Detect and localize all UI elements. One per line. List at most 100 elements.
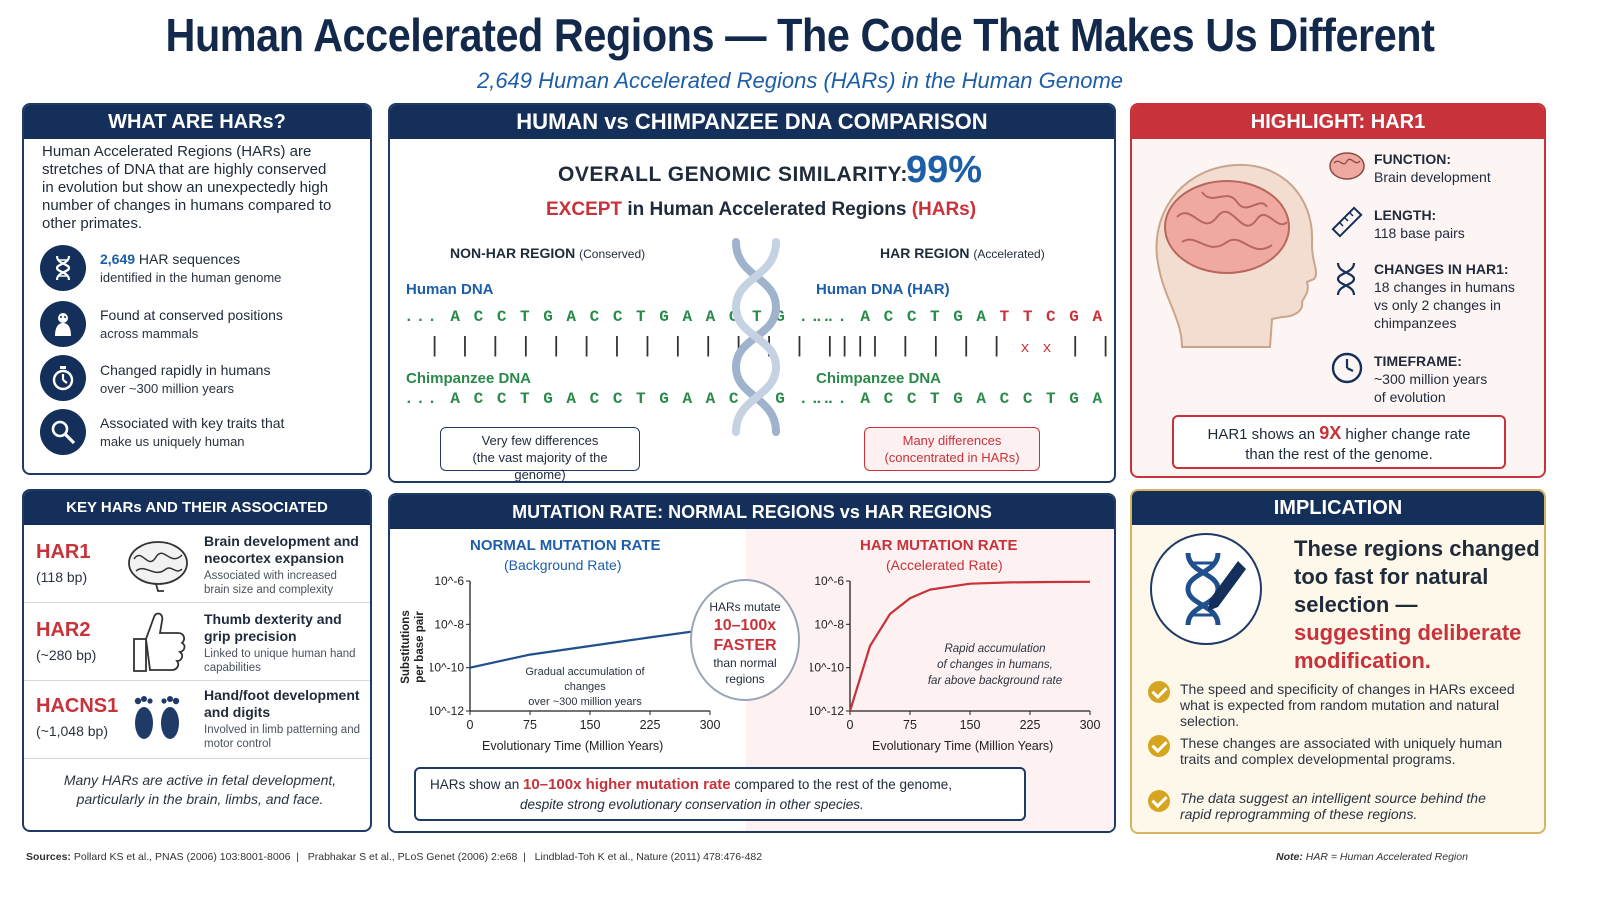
what-are-hars-heading: WHAT ARE HARs? [24, 105, 370, 139]
chimp-dna-label-left: Chimpanzee DNA [406, 370, 532, 387]
summary-a: HARs show an [430, 777, 524, 792]
har-bars-x1: x x [1020, 340, 1054, 357]
page-title: Human Accelerated Regions — The Code Tha… [165, 9, 1435, 61]
normal-y-tick-label: 10^-10 [430, 661, 464, 675]
har-row-1-desc: Associated with increased brain size and… [204, 570, 337, 596]
har-y-tick-label: 10^-8 [814, 617, 844, 631]
har-x-tick-label: 0 [847, 718, 854, 732]
what-are-hars-panel: WHAT ARE HARs? Human Accelerated Regions… [22, 103, 372, 475]
har-human-seq-prefix: ... A C C T G A [814, 308, 1000, 326]
similarity-value: 99% [906, 149, 983, 191]
har-region-title-text: HAR REGION [880, 245, 970, 261]
har-bars-a: | | | | | | [838, 334, 1021, 359]
har-x-tick-label: 225 [1020, 718, 1041, 732]
what-item-2-line2: across mammals [100, 326, 199, 341]
har1-note-9x: 9X [1319, 423, 1342, 443]
har-bars-c: | | [1068, 334, 1115, 359]
har1-note-c: higher change rate [1341, 426, 1471, 443]
har-human-seq-changed: T T C G A G C T A [999, 308, 1114, 326]
what-item-1-line1: HAR sequences [135, 251, 241, 267]
length-block: LENGTH: 118 base pairs [1374, 206, 1465, 242]
headline-1: These regions changed [1294, 536, 1540, 561]
normal-x-tick-label: 75 [523, 718, 537, 732]
sources-label: Sources: [26, 851, 71, 863]
har-region-tag: (Accelerated) [973, 247, 1045, 261]
except-line: EXCEPT in Human Accelerated Regions (HAR… [546, 199, 976, 221]
non-har-note: Very few differences (the vast majority … [440, 427, 640, 481]
implication-bullet-1: The speed and specificity of changes in … [1180, 681, 1515, 729]
summary-c: compared to the rest of the genome, [730, 777, 953, 792]
except-word: EXCEPT [546, 199, 623, 220]
source-3: Lindblad-Toh K et al., Nature (2011) 478… [534, 851, 763, 863]
check-icon [1148, 735, 1170, 757]
normal-x-tick-label: 0 [467, 718, 474, 732]
normal-chart-subtitle: (Background Rate) [504, 557, 622, 573]
har-chart-title: HAR MUTATION RATE [860, 537, 1018, 554]
what-item-3-line2: over ~300 million years [100, 381, 235, 396]
magnifier-icon [40, 409, 86, 455]
normal-annotation-1: Gradual accumulation of changes [525, 666, 645, 693]
key-hars-footer: Many HARs are active in fetal developmen… [63, 772, 337, 807]
implication-bullet-2: These changes are associated with unique… [1180, 735, 1503, 767]
har1-rate-note: HAR1 shows an 9X higher change rate than… [1172, 415, 1506, 469]
function-block: FUNCTION: Brain development [1374, 150, 1491, 186]
chimp-icon [40, 301, 86, 347]
what-item-4-line1: Associated with key traits that [100, 415, 285, 431]
brain-icon [128, 541, 188, 592]
non-har-title-text: NON-HAR REGION [450, 245, 576, 261]
implication-panel: IMPLICATION These regions changed too fa… [1130, 489, 1546, 834]
badge-line-4: than normal [713, 656, 777, 670]
normal-annotation-2: over ~300 million years [528, 696, 642, 708]
non-har-match-bars: | | | | | | | | | | | | | | | [428, 334, 869, 359]
changes-value-1: 18 changes in humans [1374, 279, 1515, 295]
function-label: FUNCTION: [1374, 151, 1451, 167]
har-y-tick-label: 10^-10 [810, 661, 844, 675]
har-row-1-title: Brain development and neocortex expansio… [204, 533, 359, 566]
har-row-1-bp: (118 bp) [36, 569, 88, 585]
brain-icon [1329, 152, 1365, 180]
badge-line-3: FASTER [713, 637, 777, 654]
what-item-4-line2: make us uniquely human [100, 434, 245, 449]
footprints-icon [134, 696, 180, 739]
chimp-dna-label-right: Chimpanzee DNA [816, 370, 942, 387]
note-line: Note: HAR = Human Accelerated Region [1276, 851, 1468, 863]
summary-b: 10–100x higher mutation rate [523, 776, 731, 793]
key-har-row: HACNS1 (~1,048 bp) Hand/foot development… [24, 681, 370, 759]
har-human-seq: ... A C C T G A T T C G A G C T A ... [814, 308, 1114, 326]
key-hars-heading: KEY HARs AND THEIR ASSOCIATED FUNCTIONS [24, 491, 370, 550]
note-label: Note: [1276, 851, 1303, 863]
normal-x-tick-label: 150 [580, 718, 601, 732]
dna-comparison-heading: HUMAN vs CHIMPANZEE DNA COMPARISON [390, 105, 1114, 139]
key-hars-panel: KEY HARs AND THEIR ASSOCIATED FUNCTIONS … [22, 489, 372, 832]
x-axis-label-right: Evolutionary Time (Million Years) [872, 739, 1054, 753]
timeframe-label: TIMEFRAME: [1374, 353, 1462, 369]
timeframe-value-1: ~300 million years [1374, 371, 1488, 387]
har-x-tick-label: 150 [960, 718, 981, 732]
changes-label: CHANGES IN HAR1: [1374, 261, 1509, 277]
thumbs-up-icon [133, 612, 186, 672]
key-har-row: HAR2 (~280 bp) Thumb dexterity and grip … [24, 603, 370, 681]
human-har-label: Human DNA (HAR) [816, 281, 950, 298]
timeframe-block: TIMEFRAME: ~300 million years of evoluti… [1374, 352, 1487, 406]
dna-comparison-panel: HUMAN vs CHIMPANZEE DNA COMPARISON OVERA… [388, 103, 1116, 483]
har-annotation-1: Rapid accumulation [944, 643, 1046, 655]
mutation-heading: MUTATION RATE: NORMAL REGIONS vs HAR REG… [390, 495, 1114, 529]
what-item-4: Associated with key traits that make us … [100, 414, 284, 451]
har-row-3-desc: Involved in limb patterning and motor co… [204, 724, 360, 750]
badge-line-2: 10–100x [713, 617, 777, 634]
har-row-1-name: HAR1 [36, 541, 91, 563]
har-chimp-seq: ... A C C T G A C C T G A A C T G ... [814, 390, 1114, 408]
har-row-2-bp: (~280 bp) [36, 647, 97, 663]
har-row-2-desc: Linked to unique human hand capabilities [204, 648, 356, 674]
changes-value-2: vs only 2 changes in [1374, 297, 1501, 313]
what-item-2: Found at conserved positions across mamm… [100, 306, 283, 343]
dna-pen-icon [1150, 533, 1262, 645]
dna-icon [40, 245, 86, 291]
length-label: LENGTH: [1374, 207, 1437, 223]
implication-bullet-3: The data suggest an intelligent source b… [1180, 790, 1486, 822]
stopwatch-icon [40, 355, 86, 401]
check-icon [1148, 681, 1170, 703]
headline-red-1: suggesting deliberate [1294, 620, 1522, 645]
page-subtitle: 2,649 Human Accelerated Regions (HARs) i… [476, 68, 1124, 93]
